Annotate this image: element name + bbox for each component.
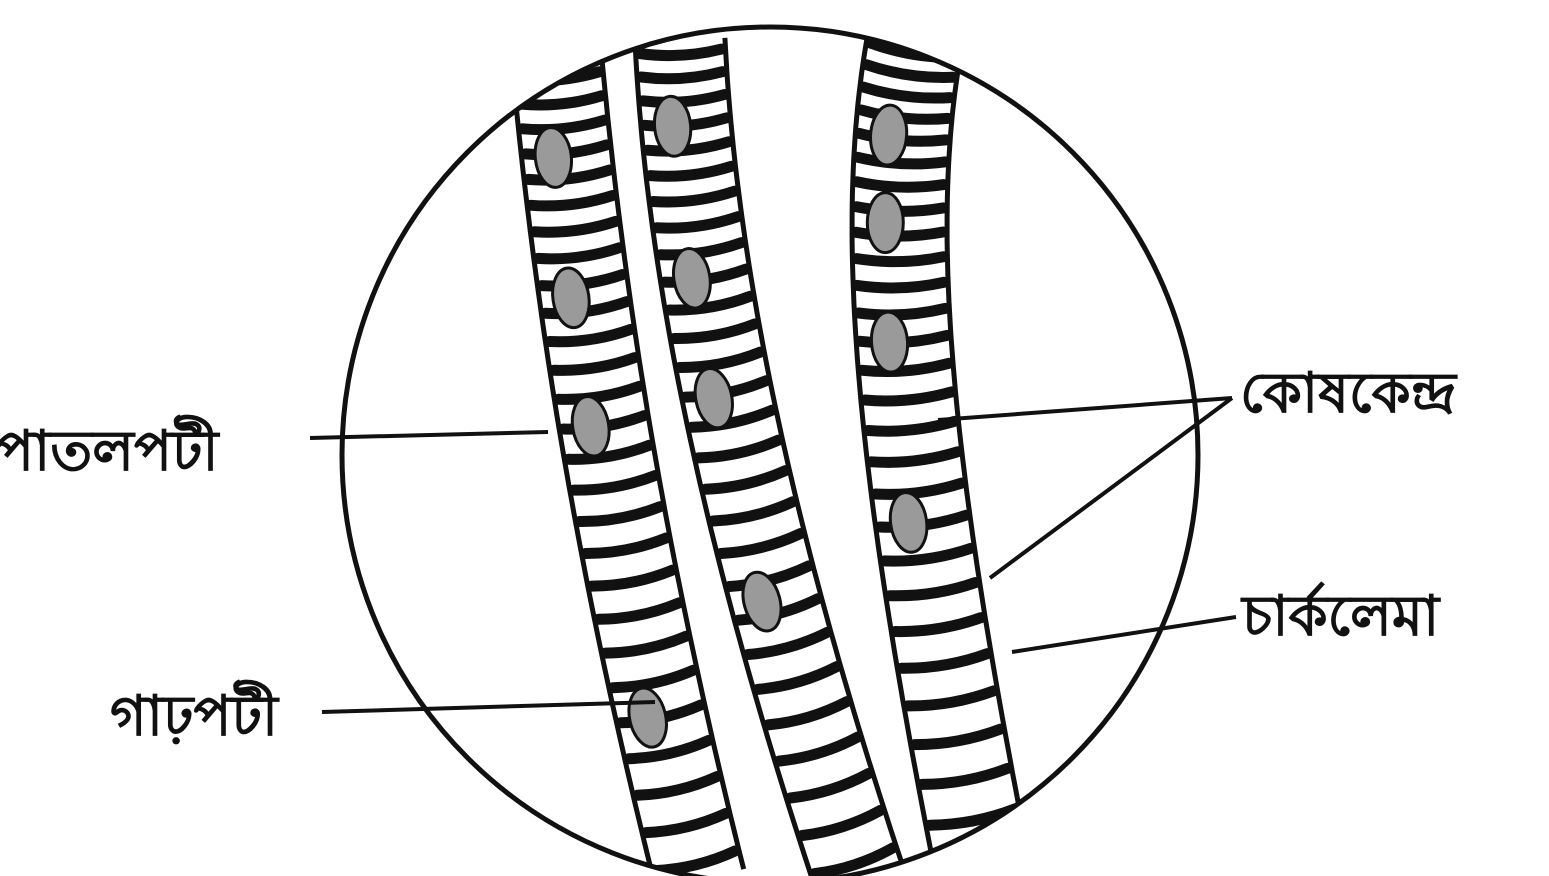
dark-band [531,196,613,206]
dark-band [884,548,970,561]
dark-band [865,392,952,401]
dark-band [857,282,944,288]
dark-band [592,570,672,586]
muscle-fibres [510,31,1031,876]
sarcolemma-label: চার্কলেমা [1240,580,1441,649]
dark-band [558,386,639,399]
dark-band [802,810,880,835]
dark-band [856,257,943,262]
dark-band [713,502,793,521]
dark-band [779,737,857,761]
dark-band [674,324,755,339]
dark-band [864,87,950,98]
dark-band [515,48,597,57]
dark-band [655,851,735,871]
dark-band [758,667,837,690]
dark-band [680,352,761,367]
dark-band-label: গাঢ়পটী [110,679,280,749]
light-band-leader [310,432,548,438]
dark-band [574,476,655,490]
dark-band [640,49,722,56]
dark-band [550,329,631,341]
dark-band [613,670,693,687]
dark-band [637,777,717,796]
dark-band [857,182,944,188]
dark-band [554,358,635,371]
dark-band [748,633,827,655]
sarcolemma-leader [1012,617,1236,652]
fibre-right [852,31,1032,876]
nucleus [867,193,903,253]
dark-band [641,72,723,79]
dark-band [871,452,957,463]
dark-band [606,636,686,653]
dark-band [657,217,738,228]
nucleus [624,684,672,750]
light-band-label: পাতলপটী [0,414,221,484]
dark-band [901,654,987,669]
dark-band [523,120,605,129]
dark-band [538,248,619,259]
dark-band [908,691,994,706]
dark-band [518,72,600,81]
dark-band [586,538,667,554]
dark-band [768,702,847,725]
dark-band [895,618,981,632]
dark-band [653,191,734,202]
dark-band [858,157,945,164]
nucleus [887,490,931,554]
dark-band [643,95,725,103]
dark-band [890,583,976,596]
dark-band [580,507,661,522]
nucleus [549,266,593,330]
dark-band [534,221,615,232]
dark-band [868,421,955,431]
sarcolemma-edge [947,49,1032,871]
dark-band [650,166,732,176]
dark-band [646,813,726,832]
dark-band-leader [322,702,655,712]
nucleus-label: কোষকেন্দ্র [1240,361,1458,426]
dark-band [790,774,868,799]
dark-band [599,603,679,619]
dark-band [698,440,778,458]
dark-band [922,768,1008,784]
dark-band [867,65,953,78]
dark-band [721,534,801,554]
nucleus [870,311,910,373]
dark-band [915,729,1001,745]
dark-band [875,483,961,494]
dark-band [862,363,949,371]
dark-band [938,850,1023,867]
nucleus-leader-top [938,398,1232,420]
dark-band [859,308,946,315]
dark-band [706,471,786,490]
